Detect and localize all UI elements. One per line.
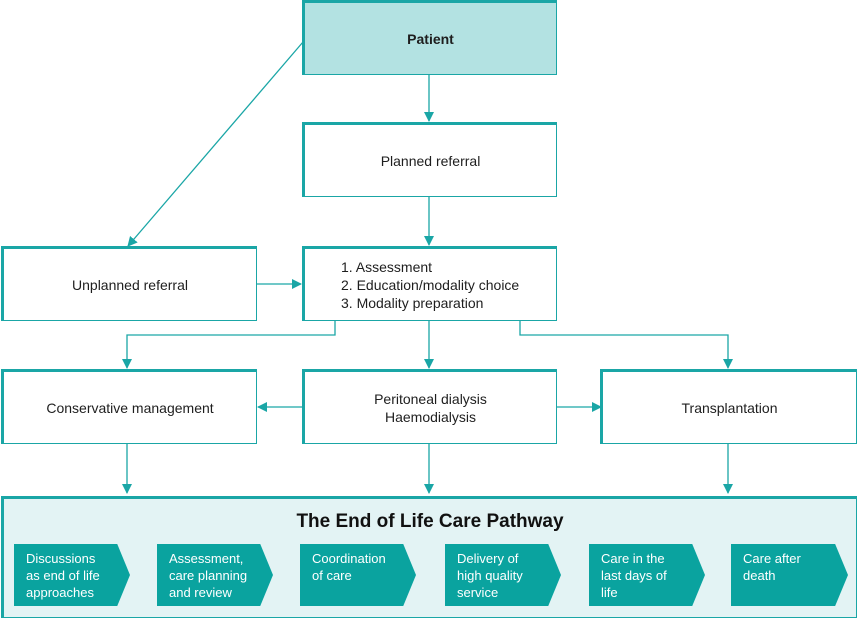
planned-referral-label: Planned referral bbox=[380, 152, 481, 169]
pathway-step-line: approaches bbox=[26, 585, 94, 600]
pathway-title: The End of Life Care Pathway bbox=[296, 511, 564, 532]
pathway-step-assessment: Assessment, care planning and review bbox=[157, 544, 273, 606]
pathway-step-line: Discussions bbox=[26, 551, 96, 566]
assessment-step: 2. Education/modality choice bbox=[341, 276, 520, 293]
assessment-step: 3. Modality preparation bbox=[341, 294, 484, 311]
pathway-step-line: Delivery of bbox=[457, 551, 519, 566]
pathway-step-last-days: Care in the last days of life bbox=[589, 544, 705, 606]
pathway-step-line: Assessment, bbox=[169, 551, 244, 566]
dialysis-label: Haemodialysis bbox=[384, 408, 477, 425]
assessment-box: 1. Assessment 2. Education/modality choi… bbox=[302, 246, 557, 321]
arrow-patient-to-unplanned bbox=[127, 41, 304, 247]
arrow-assessment-to-conservative bbox=[122, 321, 336, 369]
planned-referral-box: Planned referral bbox=[302, 122, 557, 197]
pathway-step-coordination: Coordination of care bbox=[300, 544, 416, 606]
assessment-step: 1. Assessment bbox=[341, 258, 433, 275]
pathway-step-line: last days of bbox=[601, 568, 667, 583]
transplantation-box: Transplantation bbox=[600, 369, 857, 444]
patient-box: Patient bbox=[302, 0, 557, 75]
arrow-assessment-to-transplant bbox=[519, 321, 733, 369]
pathway-step-line: of care bbox=[312, 568, 352, 583]
pathway-step-line: high quality bbox=[457, 568, 523, 583]
unplanned-referral-box: Unplanned referral bbox=[1, 246, 257, 321]
conservative-management-label: Conservative management bbox=[46, 399, 214, 416]
pathway-step-line: care planning bbox=[169, 568, 248, 583]
pathway-step-after-death: Care after death bbox=[731, 544, 848, 606]
pathway-step-line: Care in the bbox=[601, 551, 665, 566]
pathway-step-discussions: Discussions as end of life approaches bbox=[14, 544, 130, 606]
pathway-step-line: as end of life bbox=[26, 568, 100, 583]
transplantation-label: Transplantation bbox=[681, 399, 778, 416]
conservative-management-box: Conservative management bbox=[1, 369, 257, 444]
unplanned-referral-label: Unplanned referral bbox=[72, 276, 188, 293]
end-of-life-pathway-panel: The End of Life Care Pathway bbox=[1, 496, 857, 618]
pathway-step-line: service bbox=[457, 585, 499, 600]
patient-label: Patient bbox=[407, 30, 454, 47]
dialysis-box: Peritoneal dialysis Haemodialysis bbox=[302, 369, 557, 444]
dialysis-label: Peritoneal dialysis bbox=[374, 390, 487, 407]
pathway-step-line: and review bbox=[169, 585, 232, 600]
pathway-step-line: Care after bbox=[743, 551, 801, 566]
pathway-step-line: Coordination bbox=[312, 551, 386, 566]
pathway-step-line: life bbox=[601, 585, 618, 600]
pathway-step-delivery: Delivery of high quality service bbox=[445, 544, 561, 606]
pathway-step-line: death bbox=[743, 568, 776, 583]
